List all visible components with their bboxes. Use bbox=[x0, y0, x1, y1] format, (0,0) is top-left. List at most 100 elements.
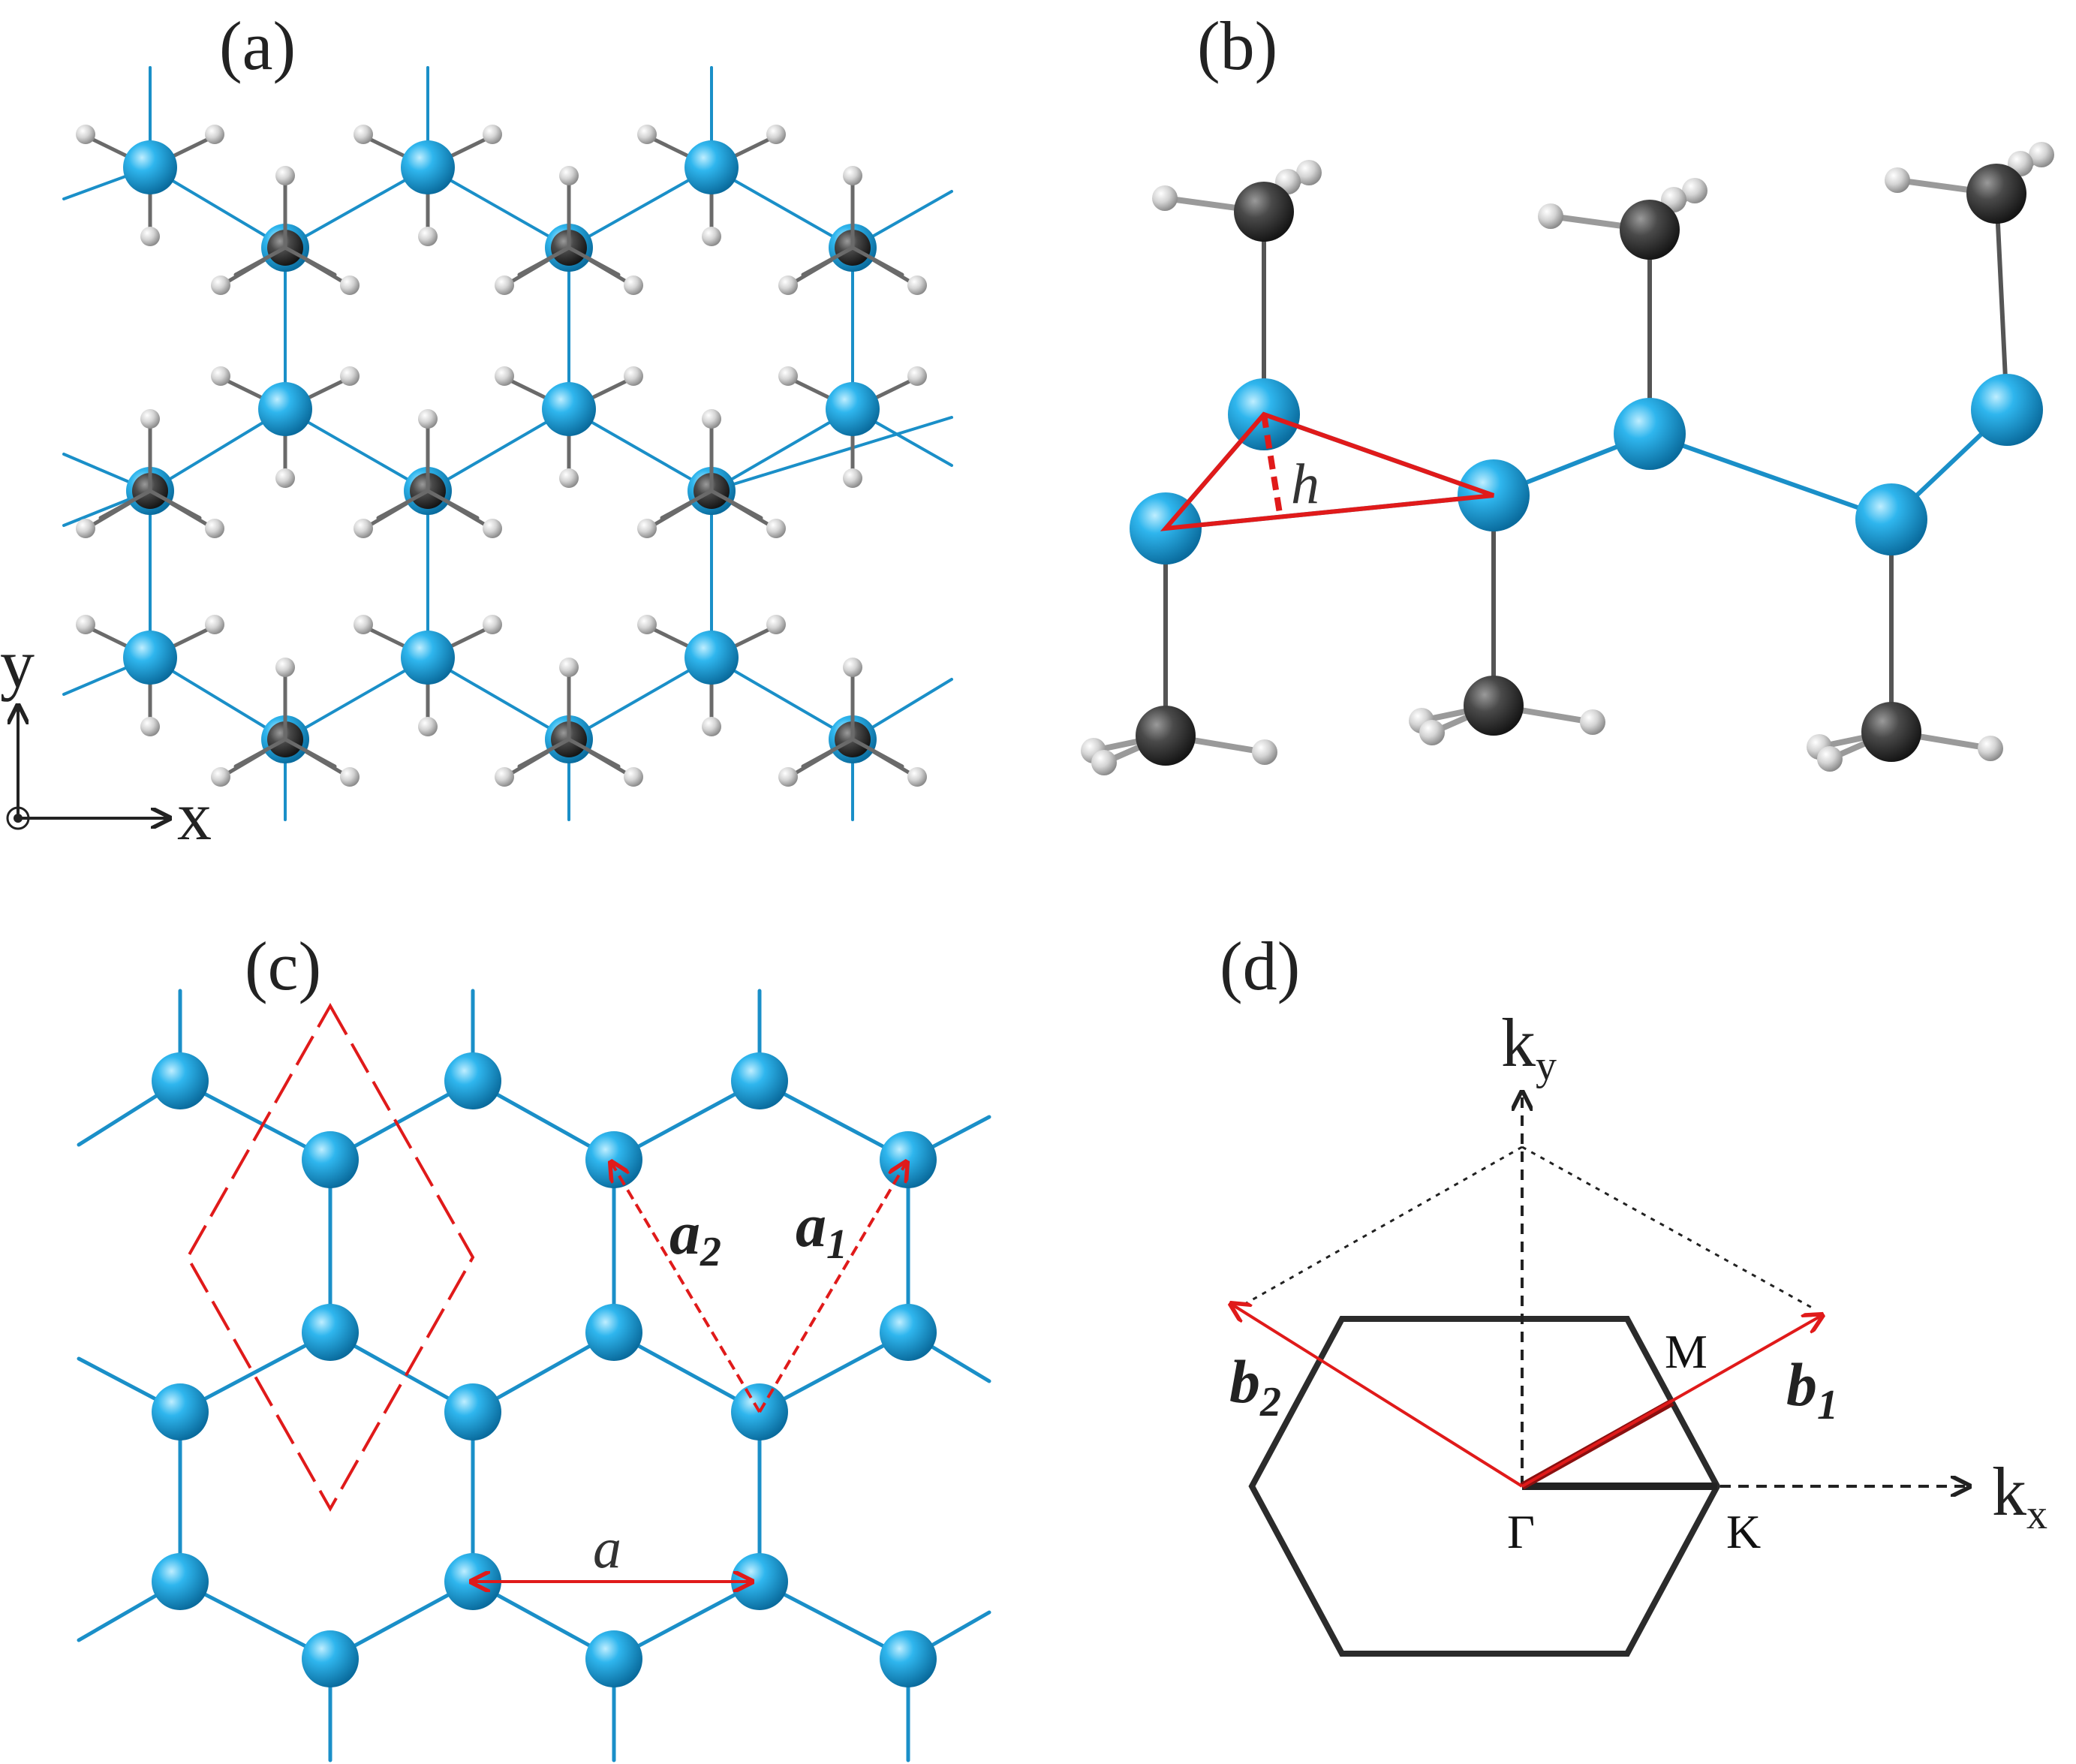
hydrogen-atom bbox=[624, 767, 643, 787]
c-h-bond bbox=[850, 245, 904, 277]
vector-b1-arrow bbox=[1521, 1315, 1822, 1488]
carbon-atom bbox=[1861, 702, 1921, 762]
silicon-atom bbox=[152, 1383, 209, 1440]
silicon-atom bbox=[123, 140, 177, 194]
c-h-bond bbox=[709, 489, 763, 520]
vector-b2-arrow bbox=[1231, 1304, 1524, 1488]
hydrogen-atom bbox=[1091, 750, 1117, 775]
hydrogen-atom bbox=[340, 366, 360, 386]
unit-cell-rhombus bbox=[185, 1002, 475, 1513]
hydrogen-atom bbox=[340, 767, 360, 787]
panel-a-label: (a) bbox=[219, 8, 296, 84]
silicon-atom bbox=[401, 631, 455, 685]
hydrogen-atom bbox=[559, 468, 579, 488]
silicon-atom bbox=[444, 1052, 501, 1109]
hydrogen-atom bbox=[637, 519, 657, 538]
hydrogen-atom bbox=[778, 767, 798, 787]
hydrogen-atom bbox=[624, 366, 643, 386]
silicon-atom bbox=[258, 382, 312, 436]
hydrogen-atom bbox=[907, 275, 927, 295]
si-si-bond bbox=[426, 408, 570, 492]
si-si-bond bbox=[284, 656, 429, 741]
silicon-atom bbox=[880, 1131, 937, 1188]
hydrogen-atom bbox=[766, 615, 786, 634]
carbon-atom bbox=[1136, 706, 1196, 766]
edge-bond bbox=[710, 416, 953, 492]
panel-c-label: (c) bbox=[245, 928, 321, 1004]
silicon-atom bbox=[880, 1630, 937, 1687]
hydrogen-atom bbox=[637, 615, 657, 634]
hydrogen-atom bbox=[76, 519, 95, 538]
c-h-bond bbox=[567, 737, 621, 769]
panel-d-label: (d) bbox=[1220, 928, 1300, 1004]
hydrogen-atom bbox=[354, 519, 373, 538]
carbon-atom bbox=[1464, 676, 1524, 736]
axis-y-label: y bbox=[0, 625, 35, 702]
si-si-bond bbox=[1647, 432, 1894, 522]
hydrogen-atom bbox=[140, 717, 160, 736]
hydrogen-atom bbox=[340, 275, 360, 295]
si-si-bond bbox=[284, 166, 429, 249]
hydrogen-atom bbox=[211, 767, 230, 787]
hydrogen-atom bbox=[702, 409, 721, 429]
panel-c: (c) a a2 a1 bbox=[77, 928, 991, 1762]
silicon-atom bbox=[826, 382, 880, 436]
hydrogen-atom bbox=[2029, 142, 2054, 167]
silicon-atom bbox=[731, 1052, 788, 1109]
buckling-height-label: h bbox=[1291, 453, 1319, 516]
si-si-bond bbox=[426, 656, 570, 741]
hydrogen-atom bbox=[354, 615, 373, 634]
ky-label: ky bbox=[1501, 1004, 1557, 1089]
hydrogen-atom bbox=[1885, 167, 1910, 193]
c-h-bond bbox=[517, 245, 571, 277]
c-h-bond bbox=[567, 245, 621, 277]
hydrogen-atom bbox=[205, 519, 224, 538]
panel-b: (b) h bbox=[1081, 8, 2054, 775]
hydrogen-atom bbox=[1817, 746, 1843, 772]
hydrogen-atom bbox=[76, 125, 95, 144]
silicon-atom bbox=[123, 631, 177, 685]
hydrogen-atom bbox=[843, 468, 862, 488]
carbon-atom bbox=[1234, 182, 1294, 242]
si-si-bond bbox=[710, 166, 854, 249]
height-dashed-line bbox=[1261, 414, 1283, 519]
z-axis-dot bbox=[14, 814, 23, 823]
hydrogen-atom bbox=[418, 717, 438, 736]
si-si-bond bbox=[567, 408, 713, 492]
panel-a-axes: y x bbox=[0, 625, 212, 854]
silicon-atom bbox=[585, 1131, 642, 1188]
c-h-bond bbox=[148, 489, 202, 520]
hydrogen-atom bbox=[211, 275, 230, 295]
panel-a: (a) y x bbox=[0, 8, 953, 854]
si-c-bond bbox=[1994, 191, 2009, 412]
si-si-bond bbox=[567, 166, 713, 249]
hydrogen-atom bbox=[1538, 203, 1563, 229]
hydrogen-atom bbox=[205, 615, 224, 634]
hydrogen-atom bbox=[1419, 720, 1445, 745]
panel-b-label: (b) bbox=[1197, 8, 1277, 84]
silicon-atom bbox=[302, 1630, 359, 1687]
silicon-atom bbox=[1971, 374, 2043, 446]
panel-a-atoms bbox=[76, 125, 927, 787]
hydrogen-atom bbox=[559, 166, 579, 185]
silicon-atom bbox=[585, 1630, 642, 1687]
hydrogen-atom bbox=[418, 409, 438, 429]
hydrogen-atom bbox=[637, 125, 657, 144]
hydrogen-atom bbox=[354, 125, 373, 144]
silicon-atom bbox=[684, 631, 739, 685]
hydrogen-atom bbox=[418, 227, 438, 246]
guide-line-left bbox=[1238, 1145, 1523, 1309]
c-h-bond bbox=[426, 489, 480, 520]
z-axis-icon bbox=[6, 806, 30, 830]
si-si-bond bbox=[710, 656, 854, 741]
hydrogen-atom bbox=[495, 767, 514, 787]
hydrogen-atom bbox=[205, 125, 224, 144]
hydrogen-atom bbox=[843, 658, 862, 677]
hydrogen-atom bbox=[275, 166, 295, 185]
hydrogen-atom bbox=[483, 125, 502, 144]
hydrogen-atom bbox=[766, 125, 786, 144]
si-si-bond bbox=[284, 408, 429, 492]
silicon-atom bbox=[302, 1304, 359, 1361]
panel-c-bonds bbox=[77, 989, 991, 1762]
